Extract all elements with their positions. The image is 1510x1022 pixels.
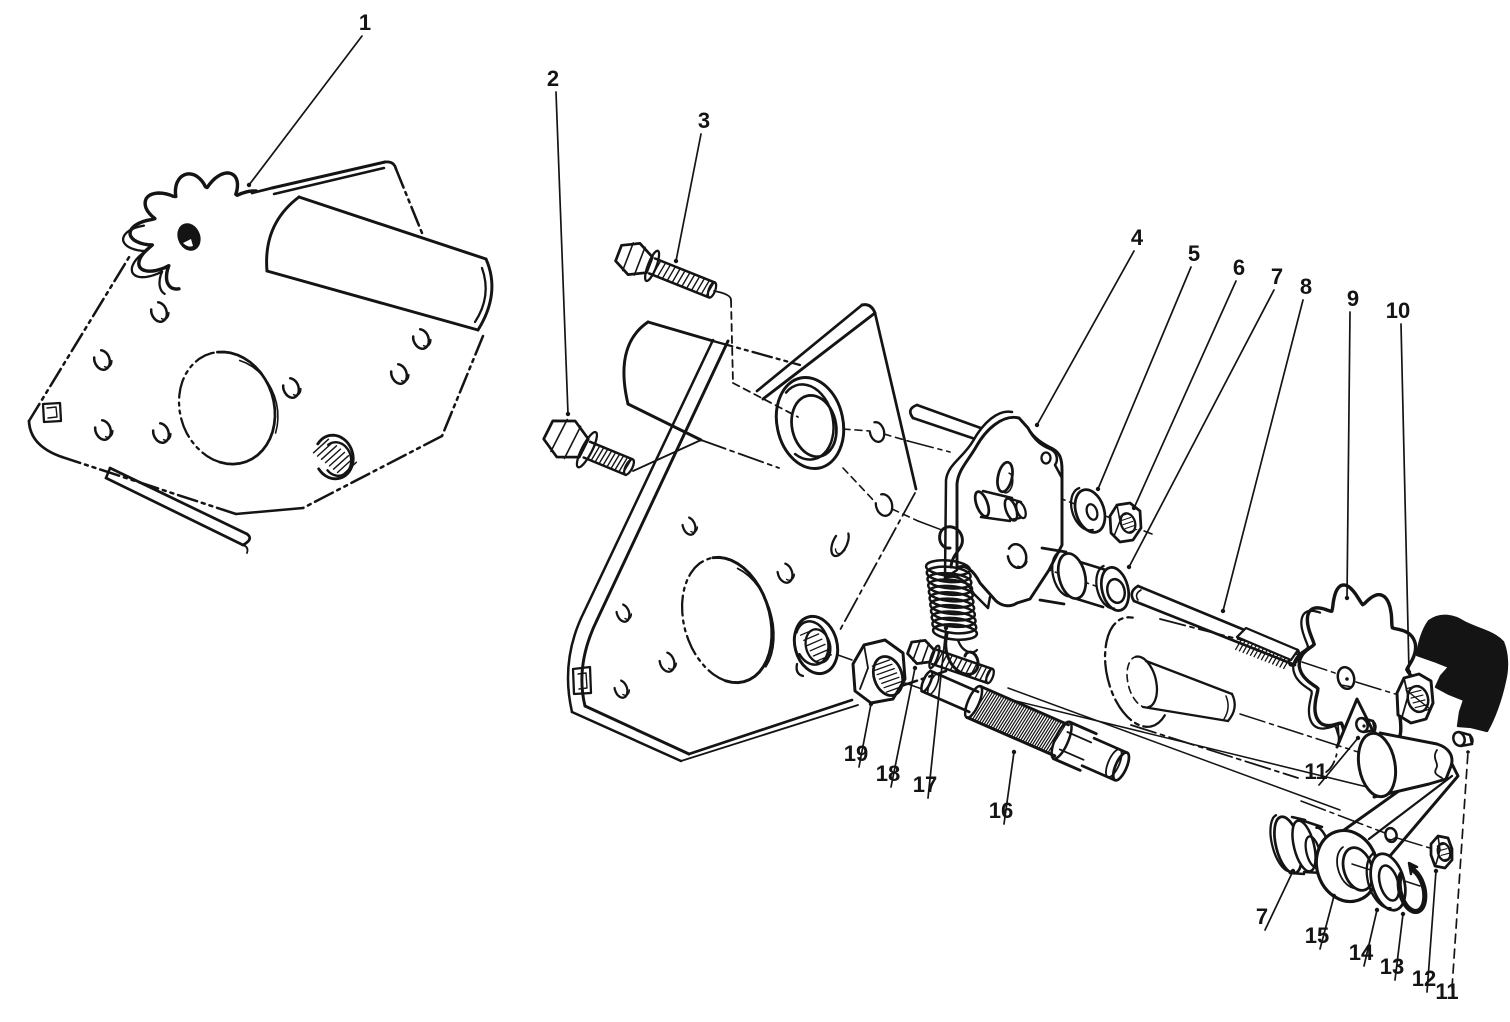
svg-text:7: 7	[1271, 264, 1283, 289]
svg-text:18: 18	[876, 761, 900, 786]
svg-text:11: 11	[1304, 759, 1327, 784]
svg-text:2: 2	[547, 66, 559, 91]
svg-text:8: 8	[1300, 274, 1312, 299]
svg-text:12: 12	[1412, 966, 1436, 991]
svg-text:16: 16	[989, 798, 1013, 823]
svg-text:10: 10	[1386, 298, 1410, 323]
svg-text:4: 4	[1131, 225, 1144, 250]
svg-text:1: 1	[359, 10, 371, 35]
svg-text:17: 17	[913, 772, 937, 797]
svg-text:14: 14	[1349, 940, 1374, 965]
svg-text:9: 9	[1347, 286, 1359, 311]
svg-text:13: 13	[1380, 954, 1404, 979]
svg-text:11: 11	[1435, 979, 1458, 1004]
svg-text:7: 7	[1256, 904, 1268, 929]
svg-text:6: 6	[1233, 255, 1245, 280]
svg-text:5: 5	[1188, 241, 1200, 266]
svg-text:19: 19	[844, 741, 868, 766]
svg-text:3: 3	[698, 108, 710, 133]
